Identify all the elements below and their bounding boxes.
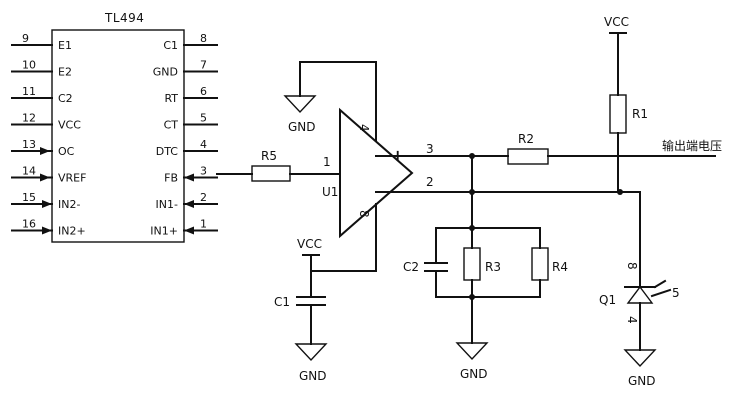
- opamp-pin-in: 1: [323, 155, 331, 169]
- vcc-label: VCC: [297, 237, 322, 251]
- opamp-pin-top: 4: [357, 124, 371, 132]
- ic-pin-number: 4: [200, 138, 207, 151]
- ic-pin-name: VREF: [58, 172, 86, 185]
- opamp-pin-bottom: 8: [357, 210, 371, 218]
- ic-pin-name: DTC: [156, 145, 179, 158]
- ic-pin-number: 6: [200, 85, 207, 98]
- q1-regulator: 8 5 Q1 4 GND: [599, 191, 680, 388]
- gnd-label: GND: [628, 374, 656, 388]
- ic-pin-name: VCC: [58, 119, 81, 132]
- r4-label: R4: [552, 260, 568, 274]
- q1-pin-side: 5: [672, 286, 680, 300]
- tl494-chip: TL494 9E110E211C212VCC13OC14VREF15IN2-16…: [11, 11, 218, 243]
- output-voltage-label: 输出端电压: [662, 138, 722, 153]
- junction-dot: [469, 225, 475, 231]
- c2-label: C2: [403, 260, 419, 274]
- ic-pin-8: 8C1: [163, 32, 218, 52]
- ic-pin-number: 7: [200, 59, 207, 72]
- ic-pin-name: E2: [58, 66, 72, 79]
- ic-pin-number: 14: [22, 165, 36, 178]
- r1-label: R1: [632, 107, 648, 121]
- junction-dot: [469, 294, 475, 300]
- q1-label: Q1: [599, 293, 616, 307]
- ic-pin-number: 11: [22, 85, 36, 98]
- ic-pin-name: CT: [164, 119, 179, 132]
- opamp-pin-plus: 3: [426, 142, 434, 156]
- ic-pin-number: 15: [22, 191, 36, 204]
- ic-pin-number: 10: [22, 59, 36, 72]
- ic-pin-name: GND: [153, 66, 178, 79]
- ic-pin-number: 5: [200, 112, 207, 125]
- ic-pin-number: 1: [200, 218, 207, 231]
- ic-pin-name: IN1+: [150, 225, 178, 238]
- rc-network: C2 R3 R4 GND: [403, 155, 568, 381]
- ic-pin-name: IN2+: [58, 225, 86, 238]
- ic-pin-number: 2: [200, 191, 207, 204]
- ic-pin-number: 3: [200, 165, 207, 178]
- r5-resistor: R5: [216, 149, 341, 182]
- vcc-label: VCC: [604, 15, 629, 29]
- ic-pin-6: 6RT: [164, 85, 218, 105]
- ic-pin-name: IN1-: [156, 198, 178, 211]
- gnd-label: GND: [460, 367, 488, 381]
- r2-label: R2: [518, 132, 534, 146]
- q1-pin-bottom: 4: [625, 316, 639, 324]
- ic-pin-number: 13: [22, 138, 36, 151]
- gnd-opamp-top: GND: [283, 61, 377, 134]
- ic-pin-3: 3FB: [164, 165, 218, 185]
- ic-pin-name: OC: [58, 145, 75, 158]
- r5-label: R5: [261, 149, 277, 163]
- ic-pin-number: 12: [22, 112, 36, 125]
- ic-pin-number: 16: [22, 218, 36, 231]
- c1-capacitor: VCC C1 GND: [274, 237, 328, 383]
- ic-pin-name: IN2-: [58, 198, 80, 211]
- r3-label: R3: [485, 260, 501, 274]
- r2-resistor: R2 输出端电压: [375, 132, 722, 165]
- gnd-label: GND: [299, 369, 327, 383]
- ic-pin-5: 5CT: [164, 112, 218, 132]
- ic-pin-name: RT: [164, 92, 178, 105]
- ic-pin-number: 8: [200, 32, 207, 45]
- ic-pin-name: C2: [58, 92, 73, 105]
- c1-label: C1: [274, 295, 290, 309]
- ic-body: [51, 29, 185, 243]
- ic-pin-9: 9E1: [11, 32, 72, 52]
- opamp-u1: 1 U1 + − 4 8 3 2: [322, 61, 434, 272]
- ic-pin-name: C1: [163, 39, 178, 52]
- ic-pin-name: E1: [58, 39, 72, 52]
- r1-resistor: VCC R1: [604, 15, 648, 193]
- ic-title: TL494: [104, 11, 144, 25]
- opamp-name: U1: [322, 185, 338, 199]
- q1-pin-top: 8: [625, 262, 639, 270]
- opamp-pin-minus: 2: [426, 175, 434, 189]
- ic-pin-name: FB: [164, 172, 178, 185]
- ic-pin-number: 9: [22, 32, 29, 45]
- gnd-label: GND: [288, 120, 316, 134]
